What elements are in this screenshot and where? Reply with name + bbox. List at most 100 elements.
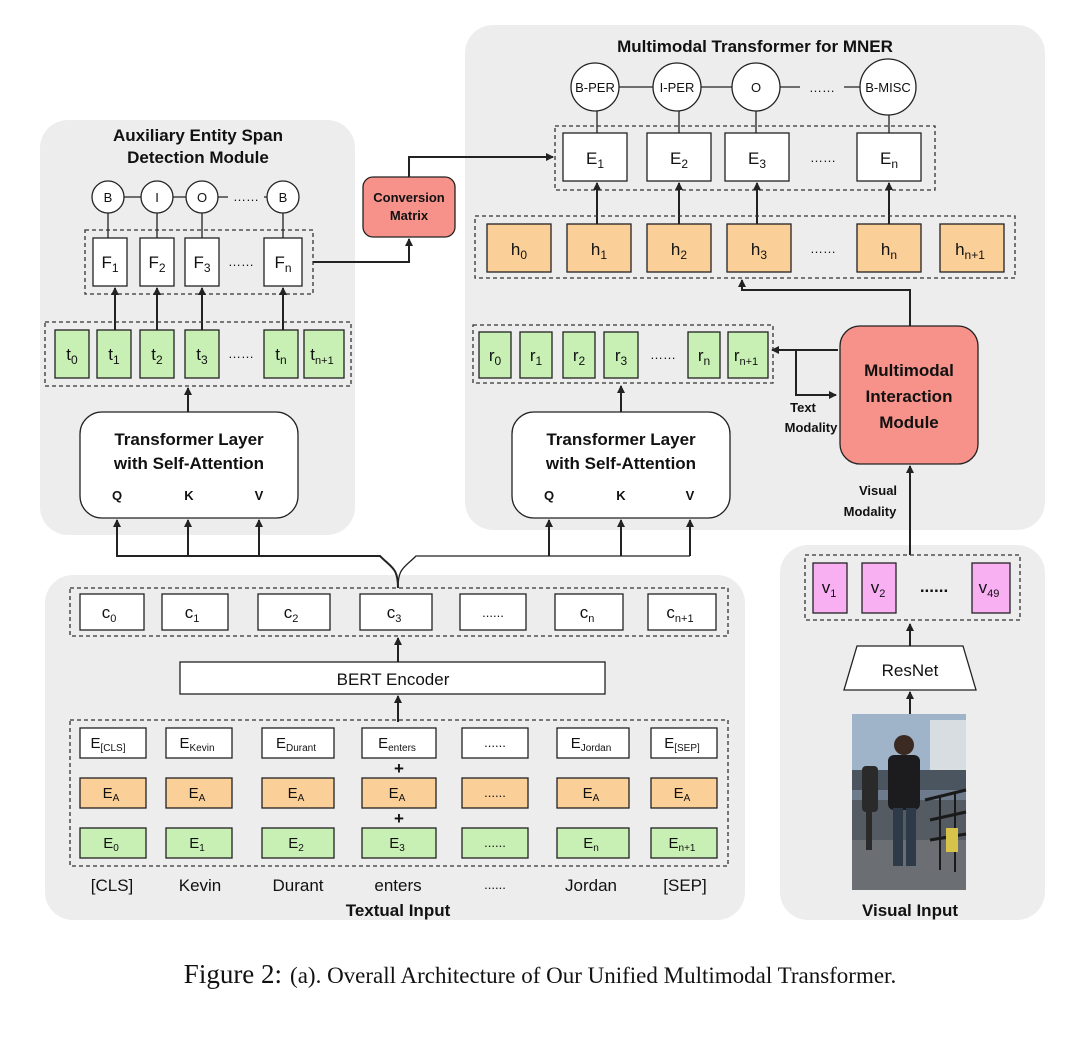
pos-emb-token: E3 (389, 835, 405, 854)
aux-label-dots: …… (233, 189, 259, 204)
c-token: ...... (482, 605, 504, 620)
mner-transformer-layer (511, 411, 731, 519)
mner-q: Q (544, 488, 554, 503)
mner-e-token: E3 (748, 149, 766, 171)
v-token: v2 (871, 578, 886, 600)
mner-e-box (646, 132, 712, 182)
mner-e-token: E1 (586, 149, 604, 171)
seg-emb-token: EA (103, 785, 120, 804)
c-box (161, 593, 229, 631)
input-photo (852, 714, 967, 890)
mner-h-token: h0 (511, 240, 527, 262)
interaction-line1: Multimodal (864, 361, 954, 380)
c-group (69, 587, 729, 637)
mner-h-group (474, 215, 1016, 279)
aux-t-group (44, 321, 352, 387)
c-box (459, 593, 527, 631)
mner-e-tokens: E1 E2 E3 …… En (562, 132, 922, 182)
pos-emb-box (261, 827, 335, 859)
mner-e-group (554, 125, 936, 191)
aux-t-token: t2 (151, 345, 163, 367)
aux-f-box (139, 237, 175, 287)
v-box (861, 562, 897, 614)
mner-r-token: rn (698, 346, 710, 368)
aux-f-token: F2 (148, 253, 165, 275)
input-word: enters (374, 876, 421, 895)
mner-h-box (566, 223, 632, 273)
input-word: ...... (484, 877, 506, 892)
input-word: Kevin (179, 876, 222, 895)
pos-emb-token: En (583, 835, 599, 854)
aux-transformer-line2: with Self-Attention (113, 454, 264, 473)
text-modality-line2: Modality (785, 420, 838, 435)
mner-label-circle (652, 62, 702, 112)
interaction-line2: Interaction (866, 387, 953, 406)
c-tokens: c0 c1 c2 c3 ...... cn cn+1 (79, 593, 717, 631)
aux-v: V (255, 488, 264, 503)
visual-input-title: Visual Input (862, 901, 958, 920)
pos-emb-box (79, 827, 147, 859)
auxiliary-title-line1: Auxiliary Entity Span (113, 126, 283, 145)
mner-r-token: r3 (615, 346, 628, 368)
word-emb-token: EKevin (179, 735, 214, 754)
word-emb-token: E[CLS] (90, 735, 125, 754)
v-tokens: v1 v2 ...... v49 (812, 562, 1011, 614)
mner-label-dots: …… (809, 80, 835, 95)
aux-q: Q (112, 488, 122, 503)
mner-label: O (751, 80, 761, 95)
mner-label: I-PER (660, 80, 695, 95)
mner-h-box (856, 223, 922, 273)
seg-emb-token: EA (583, 785, 600, 804)
mner-r-box (603, 331, 639, 379)
v-dots: ...... (920, 577, 948, 596)
mner-r-box (687, 331, 721, 379)
c-token: c3 (387, 603, 402, 625)
aux-f-token: F1 (101, 253, 118, 275)
mner-v: V (686, 488, 695, 503)
aux-f-box (92, 237, 128, 287)
mner-r-tokens: r0 r1 r2 r3 …… rn rn+1 (478, 331, 769, 379)
aux-label: I (155, 190, 159, 205)
mner-r-token: r1 (530, 346, 543, 368)
seg-emb-box (261, 777, 335, 809)
plus-sign: + (394, 809, 404, 828)
mner-label-circle (859, 58, 917, 116)
aux-t-box (184, 329, 220, 379)
aux-label: O (197, 190, 207, 205)
seg-emb-token: EA (389, 785, 406, 804)
word-emb-box (650, 727, 718, 759)
aux-t-tokens: t0 t1 t2 t3 …… tn tn+1 (54, 329, 345, 379)
mner-r-group (472, 324, 774, 384)
text-modality-line1: Text (790, 400, 816, 415)
seg-emb-box (79, 777, 147, 809)
visual-modality-line1: Visual (859, 483, 897, 498)
aux-t-token: tn+1 (310, 345, 333, 367)
aux-t-box (139, 329, 175, 379)
mner-r-box (727, 331, 769, 379)
mner-transformer-line2: with Self-Attention (545, 454, 696, 473)
mner-h-box (726, 223, 792, 273)
mner-h-token: h3 (751, 240, 767, 262)
mner-label: B-MISC (865, 80, 911, 95)
input-word: [SEP] (663, 876, 706, 895)
resnet-label: ResNet (882, 661, 939, 680)
pos-emb-token: En+1 (669, 835, 696, 854)
v-box (812, 562, 848, 614)
aux-t-box (303, 329, 345, 379)
aux-f-token: Fn (274, 253, 291, 275)
mner-r-token: r2 (573, 346, 586, 368)
mner-e-token: E2 (670, 149, 688, 171)
aux-label: B (104, 190, 113, 205)
multimodal-interaction-module (839, 325, 979, 465)
auxiliary-title-line2: Detection Module (127, 148, 269, 167)
pos-emb-box (650, 827, 718, 859)
mner-r-dots: …… (650, 347, 676, 362)
pos-emb-token: E1 (189, 835, 205, 854)
word-emb-box (461, 727, 529, 759)
pos-emb-box (461, 827, 529, 859)
mner-e-box (856, 132, 922, 182)
mner-title: Multimodal Transformer for MNER (617, 37, 893, 56)
mner-r-token: rn+1 (734, 346, 758, 368)
c-token: cn (580, 603, 595, 625)
mner-h-box (646, 223, 712, 273)
